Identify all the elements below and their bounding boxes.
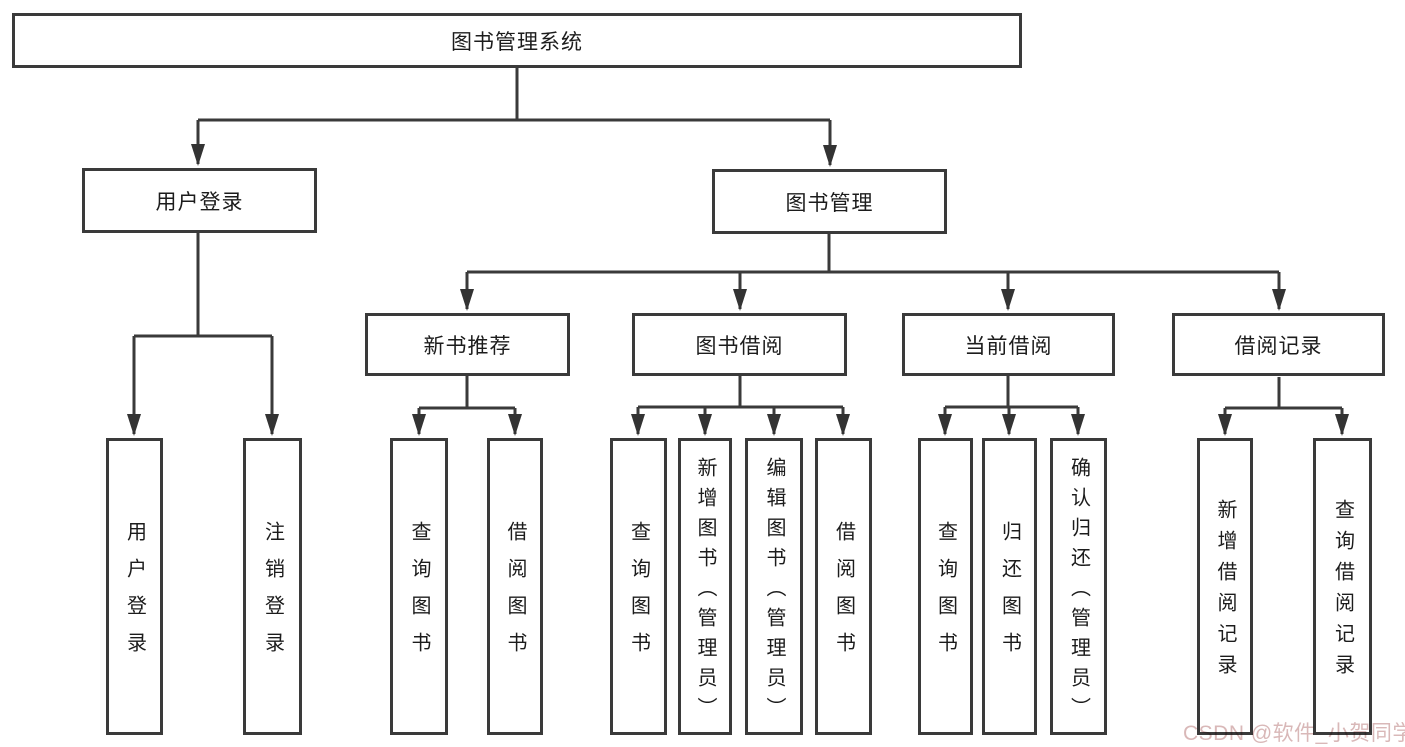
leaf-user-login: 用户登录 — [106, 438, 163, 735]
node-user-login: 用户登录 — [82, 168, 317, 233]
node-root-library-system: 图书管理系统 — [12, 13, 1022, 68]
node-borrow-records: 借阅记录 — [1172, 313, 1385, 376]
leaf-recommend-query-books: 查询图书 — [390, 438, 448, 735]
leaf-borrow-borrow-books: 借阅图书 — [815, 438, 872, 735]
leaf-confirm-return-admin: 确认归还（管理员） — [1050, 438, 1107, 735]
node-current-borrow: 当前借阅 — [902, 313, 1115, 376]
leaf-return-books: 归还图书 — [982, 438, 1037, 735]
leaf-recommend-borrow-books: 借阅图书 — [487, 438, 543, 735]
leaf-query-borrow-record: 查询借阅记录 — [1313, 438, 1372, 735]
node-book-management: 图书管理 — [712, 169, 947, 234]
node-new-book-recommend: 新书推荐 — [365, 313, 570, 376]
leaf-logout: 注销登录 — [243, 438, 302, 735]
csdn-watermark: CSDN @软件_小贺同学 — [1183, 722, 1405, 745]
node-book-borrow: 图书借阅 — [632, 313, 847, 376]
leaf-current-query-books: 查询图书 — [918, 438, 973, 735]
leaf-edit-books-admin: 编辑图书（管理员） — [745, 438, 803, 735]
leaf-borrow-query-books: 查询图书 — [610, 438, 667, 735]
leaf-add-books-admin: 新增图书（管理员） — [678, 438, 732, 735]
leaf-add-borrow-record: 新增借阅记录 — [1197, 438, 1253, 735]
